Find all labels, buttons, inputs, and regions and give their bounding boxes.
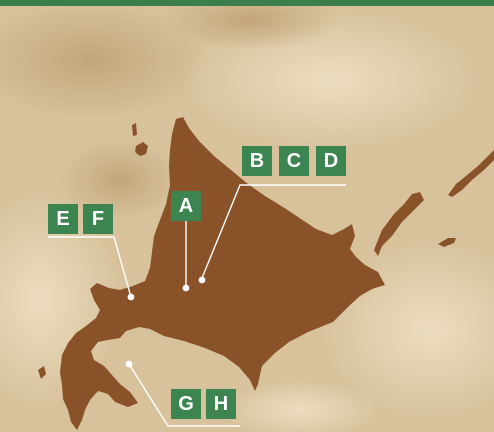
marker-point-bcd <box>198 276 206 284</box>
marker-point-ef <box>127 293 135 301</box>
okushiri-islet <box>38 366 46 379</box>
kunashiri-island <box>448 150 494 197</box>
label-h[interactable]: H <box>206 389 236 419</box>
top-border <box>0 0 494 6</box>
leader-line-ef <box>48 236 132 298</box>
marker-point-a <box>182 284 190 292</box>
label-f[interactable]: F <box>83 204 113 234</box>
leader-line-gh <box>128 363 240 427</box>
leader-line-bcd <box>201 184 346 279</box>
rishiri-islet <box>135 142 148 156</box>
label-b[interactable]: B <box>242 146 272 176</box>
label-d[interactable]: D <box>316 146 346 176</box>
small-island-east <box>438 238 456 247</box>
label-e[interactable]: E <box>48 204 78 234</box>
label-g[interactable]: G <box>171 389 201 419</box>
shiretoko-peninsula <box>374 192 424 256</box>
hokkaido-main-island <box>60 117 385 430</box>
rebun-islet <box>132 123 137 136</box>
label-c[interactable]: C <box>279 146 309 176</box>
marker-point-gh <box>125 360 133 368</box>
label-a[interactable]: A <box>171 191 201 221</box>
